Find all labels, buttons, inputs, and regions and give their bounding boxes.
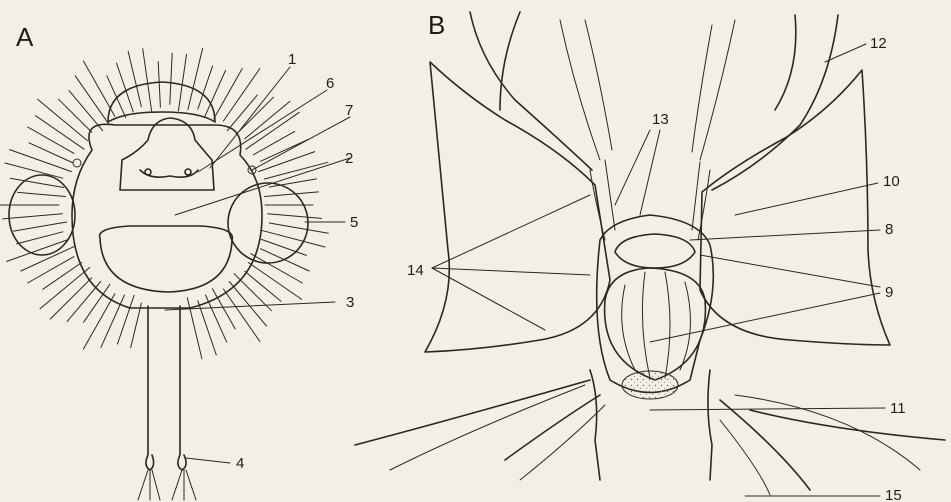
bristle — [245, 101, 290, 139]
bristle — [198, 301, 217, 355]
label-15: 15 — [885, 487, 902, 502]
bristle — [261, 230, 325, 247]
bristle — [84, 284, 110, 322]
bristle — [158, 62, 160, 107]
bristle — [131, 303, 142, 347]
dorsal-arch — [108, 82, 215, 122]
panel-label-a: A — [16, 22, 34, 52]
bristle — [128, 51, 141, 107]
bristle — [268, 214, 322, 219]
bristle — [84, 294, 115, 349]
upper-left-vessel — [470, 12, 592, 170]
bristle — [143, 49, 152, 111]
upper-right-vessel — [712, 15, 838, 190]
bristle — [14, 222, 67, 231]
main-body — [72, 124, 262, 308]
left-sensory-knob — [73, 159, 81, 167]
bristle — [265, 192, 319, 197]
bristle — [253, 131, 294, 154]
organ-dot-right — [185, 169, 191, 175]
bristle — [269, 179, 316, 187]
label-4: 4 — [236, 455, 244, 472]
lobe-segments — [622, 272, 691, 378]
lower-nerve-branches — [390, 385, 920, 495]
upper-bulb — [615, 234, 695, 268]
bristle — [245, 271, 281, 301]
stalk — [146, 306, 186, 470]
right-lateral-lobe — [228, 183, 308, 263]
bristle — [43, 263, 82, 290]
bristle — [29, 143, 72, 163]
bristle — [3, 214, 63, 219]
bristle — [28, 257, 74, 283]
stalk-bristles — [138, 470, 196, 500]
label-14: 14 — [407, 262, 424, 279]
left-lateral-lobe — [9, 175, 75, 255]
bristle — [251, 254, 303, 283]
organ-dot-left — [145, 169, 151, 175]
panel-label-b: B — [428, 10, 445, 40]
bristle — [214, 69, 242, 119]
label-5: 5 — [350, 214, 358, 231]
bristle — [59, 99, 92, 132]
bristle — [21, 246, 75, 271]
bristle — [28, 127, 74, 153]
central-mass — [597, 215, 714, 393]
dark-basal-mass — [622, 371, 678, 399]
label-13: 13 — [652, 111, 669, 128]
label-10: 10 — [883, 173, 900, 190]
bristle — [236, 97, 273, 134]
bristle — [261, 139, 310, 161]
bristle — [50, 278, 91, 319]
bristle — [178, 54, 186, 111]
bristle — [204, 71, 225, 118]
label-8: 8 — [885, 221, 893, 238]
label-6: 6 — [326, 75, 334, 92]
label-12: 12 — [870, 35, 887, 52]
central-cavity — [100, 226, 233, 292]
head-fold — [140, 170, 198, 177]
label-7: 7 — [345, 102, 353, 119]
bristle — [7, 239, 69, 261]
bristle — [227, 95, 257, 131]
label-3: 3 — [346, 294, 354, 311]
panel-b-drawing — [355, 12, 945, 496]
bristle — [117, 295, 134, 344]
bristle — [229, 282, 266, 327]
label-9: 9 — [885, 284, 893, 301]
right-lateral-wing — [700, 70, 890, 345]
bristle — [101, 295, 125, 347]
panel-a-leaders — [165, 67, 350, 463]
head-structure — [120, 118, 214, 190]
bristle-fringe — [0, 49, 328, 359]
bristle — [18, 192, 66, 196]
label-11: 11 — [890, 400, 906, 417]
bristle — [17, 232, 63, 244]
central-vessels — [560, 20, 735, 160]
label-2: 2 — [345, 150, 353, 167]
panel-a-drawing — [0, 49, 350, 501]
bristle — [10, 150, 72, 172]
bristle — [269, 223, 328, 233]
bristle — [170, 53, 172, 104]
bristle — [75, 76, 108, 124]
bristle — [264, 162, 328, 179]
label-1: 1 — [288, 51, 296, 68]
